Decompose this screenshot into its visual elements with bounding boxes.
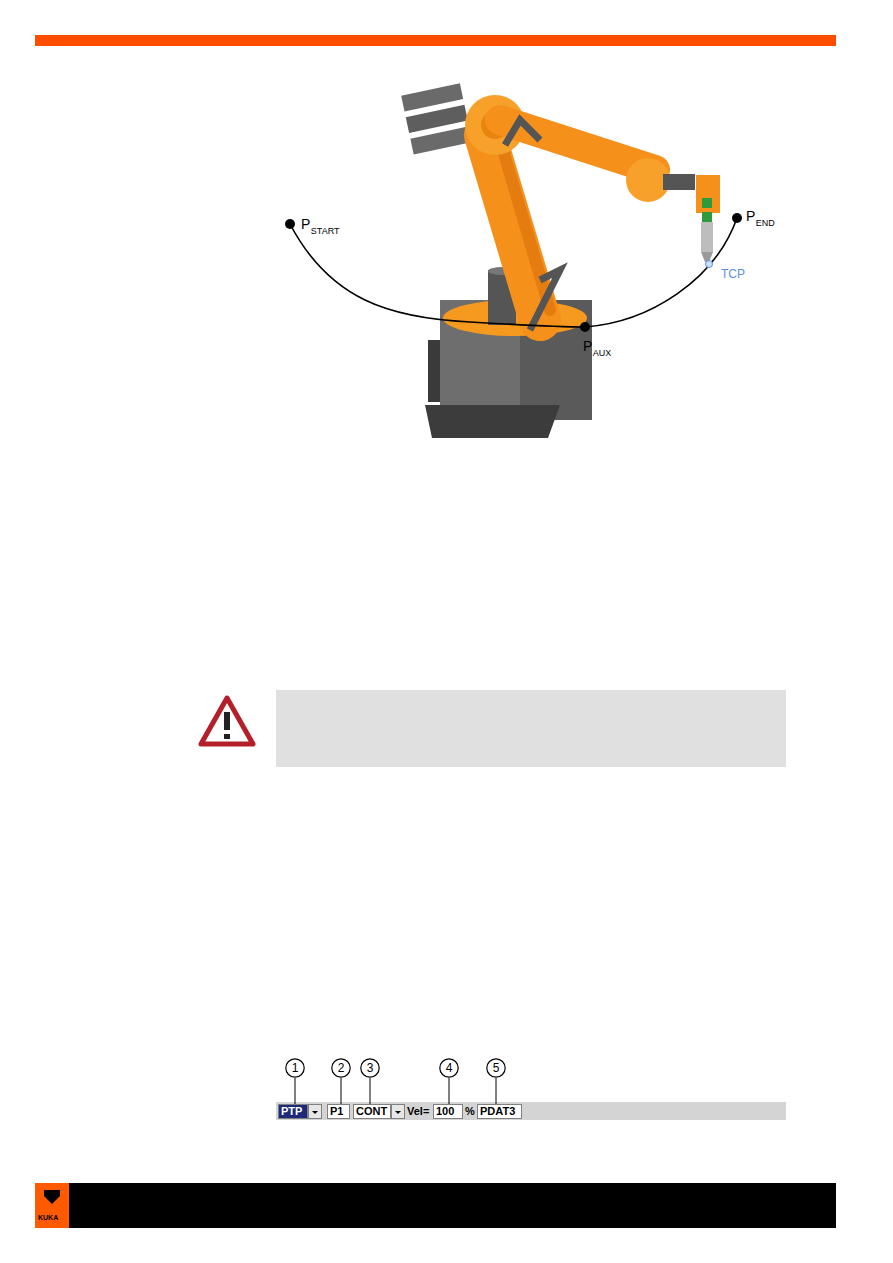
form-label: Vel= [407, 1105, 429, 1117]
dropdown-arrow [392, 1106, 404, 1119]
point-label: END [756, 219, 775, 229]
form-field: PTP [278, 1104, 308, 1119]
form-label: % [465, 1105, 475, 1117]
callout-number: 5 [493, 1062, 500, 1074]
dropdown-button [391, 1104, 405, 1119]
form-field: P1 [327, 1104, 350, 1119]
point-label: P [301, 217, 310, 232]
leader-line [370, 1078, 371, 1104]
robot-illustration [401, 83, 720, 438]
leader-line [496, 1078, 497, 1104]
leader-line [295, 1078, 296, 1104]
header-bar [35, 35, 836, 46]
callout-circle: 2 [331, 1058, 351, 1078]
point-dot [580, 322, 590, 332]
note-box [276, 690, 786, 767]
dropdown-arrow [309, 1106, 321, 1119]
callout-number: 2 [338, 1062, 345, 1074]
callout-circle: 1 [285, 1058, 305, 1078]
form-field: 100 [433, 1104, 463, 1119]
callout-number: 3 [367, 1062, 374, 1074]
warning-symbol [201, 698, 253, 744]
form-field: CONT [353, 1104, 391, 1119]
field-value: CONT [356, 1106, 387, 1117]
leader-line [449, 1078, 450, 1104]
tcp-dot [706, 261, 713, 268]
logo-text: KUKA [38, 1214, 58, 1222]
logo-square [35, 1183, 69, 1228]
footer-bar [35, 1183, 836, 1228]
dropdown-button [308, 1104, 322, 1119]
point-label: AUX [593, 349, 612, 359]
callout-circle: 5 [486, 1058, 506, 1078]
callout-number: 1 [292, 1062, 299, 1074]
point-label: P [583, 339, 592, 354]
point-label: START [311, 227, 340, 237]
point-dot [732, 213, 742, 223]
field-value: PTP [281, 1106, 302, 1117]
leader-line [341, 1078, 342, 1104]
callout-circle: 4 [439, 1058, 459, 1078]
callout-number: 4 [446, 1062, 453, 1074]
point-label: P [746, 209, 755, 224]
motion-path [290, 218, 737, 327]
tcp-label: TCP [721, 268, 745, 281]
field-value: P1 [330, 1106, 343, 1117]
callout-circle: 3 [360, 1058, 380, 1078]
field-value: PDAT3 [480, 1106, 515, 1117]
point-dot [285, 219, 295, 229]
inline-form-bar [276, 1102, 786, 1120]
form-field: PDAT3 [477, 1104, 522, 1119]
field-value: 100 [436, 1106, 454, 1117]
